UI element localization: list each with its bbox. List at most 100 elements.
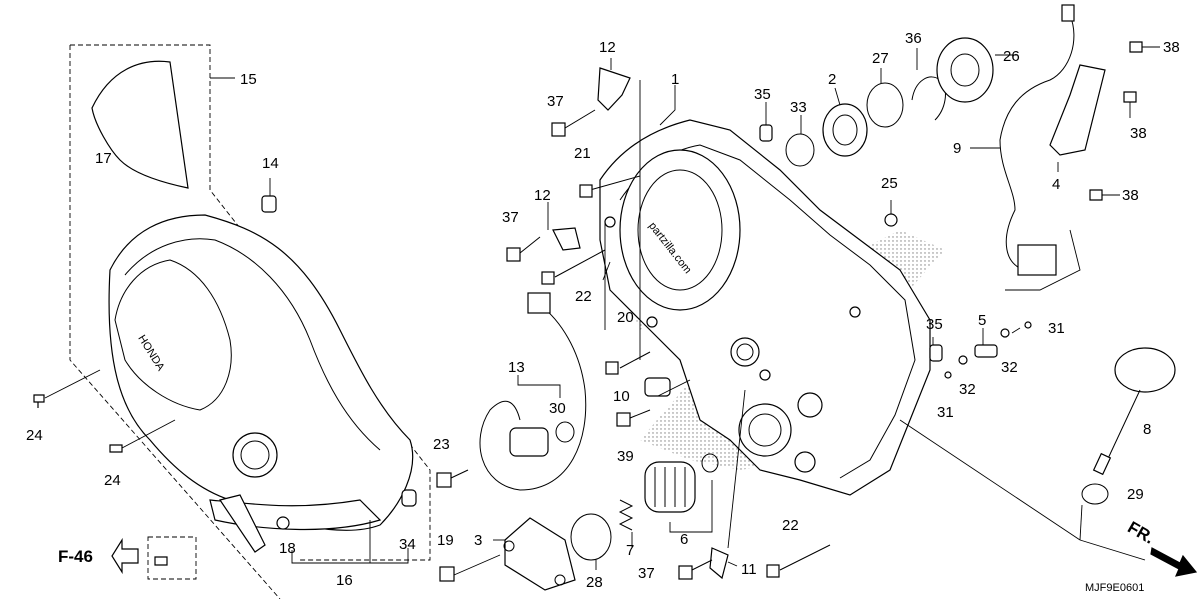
sensor-9 bbox=[1017, 244, 1057, 276]
bolt-19 bbox=[439, 566, 455, 582]
callout-35b: 35 bbox=[926, 316, 943, 333]
washer-31b bbox=[1024, 321, 1032, 329]
plate-10 bbox=[644, 377, 671, 397]
callout-22a: 22 bbox=[575, 288, 592, 305]
callout-28: 28 bbox=[586, 574, 603, 591]
dowel-35b bbox=[929, 344, 943, 362]
harness-wire-9 bbox=[999, 14, 1075, 271]
callout-36: 36 bbox=[905, 30, 922, 47]
cover-plate-3 bbox=[504, 517, 576, 591]
callout-38c: 38 bbox=[1122, 187, 1139, 204]
filter-housing bbox=[738, 403, 792, 457]
dowel-35a bbox=[759, 124, 773, 142]
callout-31a: 31 bbox=[937, 404, 954, 421]
lower-parts bbox=[479, 292, 746, 591]
boss-a bbox=[797, 392, 823, 418]
pickup-wire-13 bbox=[479, 304, 587, 491]
washer-25 bbox=[884, 213, 898, 227]
callout-33: 33 bbox=[790, 99, 807, 116]
bolt-38b bbox=[1123, 91, 1137, 103]
callout-3: 3 bbox=[474, 532, 482, 549]
washer-32b bbox=[1000, 328, 1010, 338]
callout-37a: 37 bbox=[547, 93, 564, 110]
seal-housing-2 bbox=[822, 103, 868, 157]
callout-16: 16 bbox=[336, 572, 353, 589]
callout-39: 39 bbox=[617, 448, 634, 465]
screw-ref bbox=[154, 556, 168, 566]
ring-27 bbox=[866, 82, 904, 128]
callout-10: 10 bbox=[613, 388, 630, 405]
bolt-37a bbox=[551, 122, 566, 137]
washer-32a bbox=[958, 355, 968, 365]
callout-30: 30 bbox=[549, 400, 566, 417]
callout-12b: 12 bbox=[534, 187, 551, 204]
pickup-sensor bbox=[509, 427, 549, 457]
callout-38a: 38 bbox=[1163, 39, 1180, 56]
callout-24a: 24 bbox=[26, 427, 43, 444]
callout-14: 14 bbox=[262, 155, 279, 172]
callout-37c: 37 bbox=[638, 565, 655, 582]
direction-label: FR. bbox=[1124, 518, 1157, 548]
direction-arrow-fr: FR. bbox=[1124, 518, 1198, 577]
callout-35a: 35 bbox=[754, 86, 771, 103]
screw-24a bbox=[33, 394, 45, 408]
oring-30 bbox=[555, 421, 575, 443]
callout-5: 5 bbox=[978, 312, 986, 329]
dipstick-cap-8 bbox=[1114, 347, 1176, 393]
side-cover bbox=[108, 214, 414, 531]
callout-20: 20 bbox=[617, 309, 634, 326]
callout-32b: 32 bbox=[1001, 359, 1018, 376]
callout-25: 25 bbox=[881, 175, 898, 192]
bolt-38a bbox=[1129, 41, 1143, 53]
callout-31b: 31 bbox=[1048, 320, 1065, 337]
bolt-37c bbox=[678, 565, 693, 580]
emblem-panel bbox=[114, 259, 232, 411]
washer-31a bbox=[944, 371, 952, 379]
bolt-22b bbox=[779, 544, 831, 571]
oring-28 bbox=[570, 513, 612, 561]
callout-8: 8 bbox=[1143, 421, 1151, 438]
oil-filter-6 bbox=[644, 461, 696, 513]
bolts bbox=[436, 67, 831, 582]
bolt-38c bbox=[1089, 189, 1103, 201]
callout-19: 19 bbox=[437, 532, 454, 549]
bolt-20 bbox=[619, 351, 651, 369]
callout-29: 29 bbox=[1127, 486, 1144, 503]
callout-26: 26 bbox=[1003, 48, 1020, 65]
cover-boss-inner bbox=[240, 440, 270, 470]
grommet-14 bbox=[261, 195, 277, 213]
crank-dome bbox=[619, 149, 741, 311]
bolt-21 bbox=[589, 175, 641, 191]
callout-22b: 22 bbox=[782, 517, 799, 534]
callout-32a: 32 bbox=[959, 381, 976, 398]
connector-9 bbox=[1061, 4, 1075, 22]
bolt-5 bbox=[974, 344, 998, 358]
spring-7 bbox=[618, 499, 634, 531]
leader-lines bbox=[493, 48, 1059, 570]
callout-2: 2 bbox=[828, 71, 836, 88]
bracket-12a bbox=[597, 67, 631, 111]
callout-1: 1 bbox=[671, 71, 679, 88]
callout-15: 15 bbox=[240, 71, 257, 88]
crank-dome-inner bbox=[637, 169, 723, 291]
boss-d bbox=[646, 316, 658, 328]
boss-f bbox=[759, 369, 771, 381]
cover-boss bbox=[232, 432, 278, 478]
bolt-22a bbox=[554, 249, 606, 278]
dipstick-group bbox=[899, 347, 1176, 561]
bolt-37b bbox=[506, 247, 521, 262]
small-parts-right bbox=[944, 321, 1032, 379]
left-cover-group: HONDA bbox=[33, 44, 431, 599]
main-cover: partzilla.com bbox=[599, 119, 931, 496]
callout-23: 23 bbox=[433, 436, 450, 453]
bracket-4 bbox=[1049, 64, 1106, 156]
callout-24b: 24 bbox=[104, 472, 121, 489]
oil-port bbox=[730, 337, 760, 367]
callout-38b: 38 bbox=[1130, 125, 1147, 142]
bearing-26 bbox=[936, 37, 994, 103]
boss-c bbox=[604, 216, 616, 228]
filter-oring bbox=[701, 453, 719, 473]
pickup-connector bbox=[527, 292, 551, 314]
